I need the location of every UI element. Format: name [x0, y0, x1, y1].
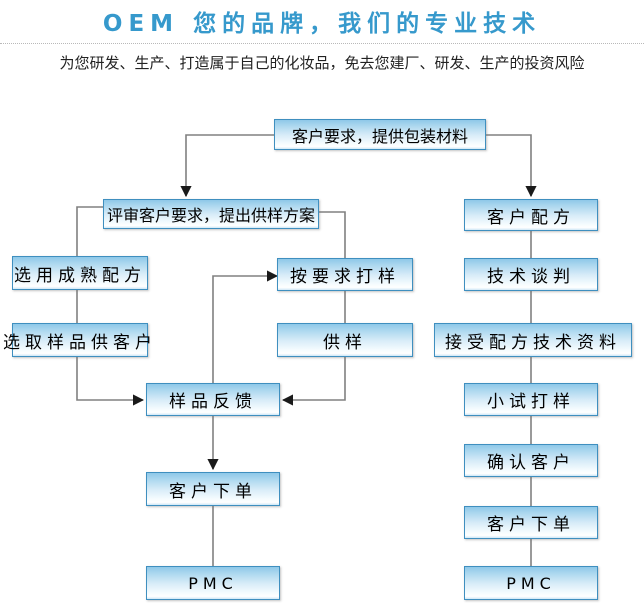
- flow-node-trial: 小试打样: [464, 383, 598, 416]
- flow-node-top: 客户要求，提供包装材料: [274, 119, 486, 150]
- flow-connector: [319, 211, 346, 258]
- flow-node-formula: 选用成熟配方: [12, 256, 148, 290]
- page-header: OEM 您的品牌，我们的专业技术: [0, 0, 644, 42]
- header-divider: [0, 43, 644, 44]
- flow-connector: [76, 357, 145, 406]
- flow-node-feedback: 样品反馈: [146, 383, 280, 416]
- page-subtitle: 为您研发、生产、打造属于自己的化妆品，免去您建厂、研发、生产的投资风险: [59, 53, 585, 72]
- flow-connector: [180, 134, 274, 198]
- flow-node-cformula: 客户配方: [464, 199, 598, 231]
- flow-connector: [281, 357, 346, 406]
- flow-connector: [76, 206, 103, 256]
- flow-node-accept: 接受配方技术资料: [434, 323, 632, 357]
- flow-node-confirm: 确认客户: [464, 444, 598, 477]
- flow-connector: [212, 270, 279, 383]
- flow-node-order_l: 客户下单: [146, 472, 280, 506]
- flow-node-supply: 供样: [277, 323, 413, 357]
- page-subtitle-container: 为您研发、生产、打造属于自己的化妆品，免去您建厂、研发、生产的投资风险: [0, 48, 644, 76]
- flow-node-pick: 选取样品供客户: [3, 323, 152, 357]
- flow-node-pmc_l: PMC: [146, 566, 280, 600]
- flow-node-sampling: 按要求打样: [277, 258, 413, 291]
- flow-node-review: 评审客户要求，提出供样方案: [103, 199, 319, 229]
- flow-connector: [486, 134, 537, 198]
- page-title: OEM 您的品牌，我们的专业技术: [102, 11, 542, 37]
- flow-node-negotiate: 技术谈判: [464, 258, 598, 291]
- flow-node-order_r: 客户下单: [464, 506, 598, 539]
- flow-node-pmc_r: PMC: [464, 566, 598, 600]
